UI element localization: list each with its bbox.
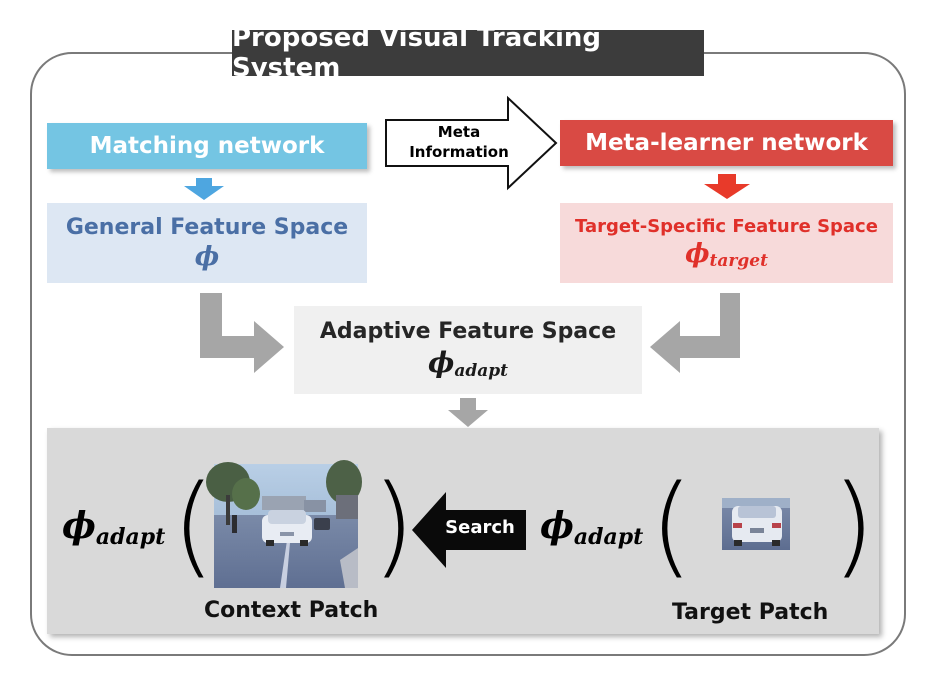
red-down-arrow [704, 174, 750, 199]
search-label: Search [445, 517, 515, 538]
general-feature-space-label: General Feature Space [65, 214, 349, 240]
right-elbow-arrow [650, 293, 740, 373]
context-patch-caption: Context Patch [204, 598, 379, 623]
target-patch-caption: Target Patch [672, 600, 829, 625]
target-left-paren: ( [650, 461, 693, 589]
target-phi-expression: ϕadapt [540, 505, 643, 550]
target-phi: ϕ [685, 238, 710, 269]
matching-network-box: Matching network [47, 123, 367, 169]
meta-line-2: Information [409, 143, 509, 161]
adaptive-phi-subscript: adapt [454, 361, 508, 381]
down-arrow-to-panel [448, 398, 488, 427]
context-patch-image [206, 460, 362, 588]
meta-learner-network-label: Meta-learner network [585, 130, 868, 156]
left-elbow-arrow [200, 293, 284, 373]
context-phi: ϕ [62, 505, 96, 547]
matching-network-label: Matching network [89, 133, 325, 159]
target-phi-symbol: ϕtarget [685, 239, 768, 271]
target-patch-image [722, 498, 790, 550]
general-feature-space-box: General Feature Space ϕ [47, 203, 367, 283]
meta-line-1: Meta [437, 123, 481, 141]
target-expr-phi: ϕ [540, 505, 574, 547]
target-phi-subscript: target [709, 250, 768, 271]
general-phi-symbol: ϕ [194, 241, 220, 272]
meta-learner-network-box: Meta-learner network [560, 120, 893, 166]
adaptive-phi: ϕ [427, 346, 455, 379]
adaptive-feature-space-label: Adaptive Feature Space [319, 319, 617, 344]
adaptive-feature-space-box: Adaptive Feature Space ϕadapt [294, 306, 642, 394]
target-feature-space-label: Target-Specific Feature Space [575, 215, 878, 237]
context-phi-expression: ϕadapt [62, 505, 165, 550]
context-phi-subscript: adapt [95, 524, 166, 550]
target-expr-phi-subscript: adapt [573, 524, 644, 550]
context-right-paren: ) [372, 461, 415, 589]
blue-down-arrow [184, 178, 224, 200]
target-right-paren: ) [832, 461, 875, 589]
adaptive-phi-symbol: ϕadapt [428, 346, 508, 381]
meta-information-label: Meta Information [394, 122, 524, 162]
target-feature-space-box: Target-Specific Feature Space ϕtarget [560, 203, 893, 283]
search-arrow [412, 492, 526, 568]
meta-information-arrow [385, 95, 558, 191]
